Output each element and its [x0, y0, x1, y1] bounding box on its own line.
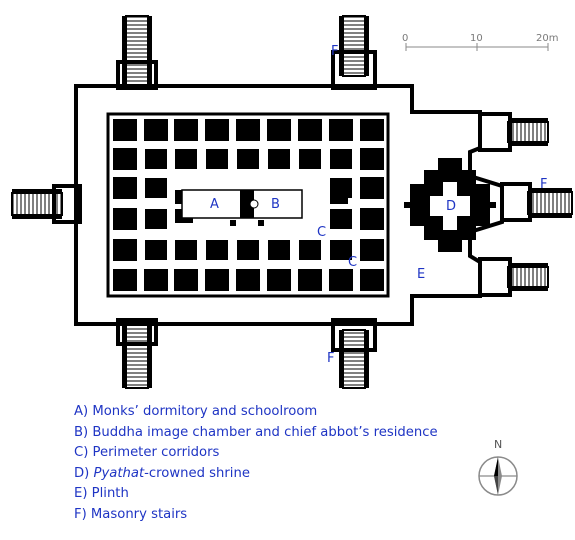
pillar — [360, 119, 384, 141]
pillar — [329, 269, 353, 291]
pillar — [113, 269, 137, 291]
main-hall-outline — [106, 112, 390, 298]
legend-item-c: C) Perimeter corridors — [74, 445, 220, 460]
legend: A) Monks’ dormitory and schoolroom B) Bu… — [74, 402, 438, 525]
pillar — [174, 119, 198, 141]
pillar — [267, 119, 291, 141]
legend-item-d: D) Pyathat-crowned shrine — [74, 464, 438, 485]
pillar — [205, 269, 229, 291]
legend-d-italic: Pyathat — [93, 465, 145, 481]
pillar — [268, 149, 290, 169]
scale-bar: 0 10 20m — [402, 33, 558, 51]
label-f-east: F — [540, 177, 547, 192]
pillar — [330, 149, 352, 169]
scale-tick-10: 10 — [470, 33, 483, 44]
pillar — [145, 209, 167, 229]
pillar — [298, 269, 322, 291]
pillar — [237, 240, 259, 260]
north-arrow-icon: N — [478, 438, 518, 496]
stair-west — [11, 184, 82, 224]
pillar — [113, 119, 137, 141]
legend-item-a: A) Monks’ dormitory and schoolroom — [74, 404, 318, 419]
pillar — [299, 149, 321, 169]
pillar — [330, 190, 348, 204]
pillar — [237, 149, 259, 169]
pillar — [206, 240, 228, 260]
pillar — [329, 119, 353, 141]
label-d: D — [446, 199, 456, 214]
label-b: B — [271, 197, 280, 212]
label-f-top: F — [331, 44, 338, 59]
north-label: N — [494, 438, 502, 451]
pillar — [113, 177, 137, 199]
label-a: A — [210, 197, 219, 212]
label-c-outer: C — [348, 255, 357, 270]
pillar — [206, 149, 228, 169]
inner-chamber — [181, 189, 303, 226]
pillar — [205, 119, 229, 141]
pillar — [360, 239, 384, 261]
pillar — [360, 148, 384, 170]
pillar — [299, 240, 321, 260]
pillar — [145, 149, 167, 169]
pillar — [236, 269, 260, 291]
stair-bottom-right — [331, 318, 377, 389]
pillar — [236, 119, 260, 141]
scale-tick-0: 0 — [402, 33, 408, 44]
plinth-outline — [74, 84, 504, 326]
pillar — [330, 209, 348, 223]
legend-d-suffix: -crowned shrine — [144, 465, 250, 481]
stair-east-upper — [478, 112, 549, 152]
pillar — [360, 177, 384, 199]
pillar — [360, 269, 384, 291]
label-e: E — [417, 267, 425, 282]
legend-d-prefix: D) — [74, 465, 94, 481]
pillar — [113, 208, 137, 230]
pillar — [145, 178, 167, 198]
pillar — [174, 269, 198, 291]
pillar — [144, 269, 168, 291]
stair-east — [500, 182, 573, 222]
scale-tick-20m: 20m — [536, 33, 558, 44]
legend-item-e: E) Plinth — [74, 486, 129, 501]
pillar — [268, 240, 290, 260]
pillar — [145, 240, 167, 260]
legend-item-b: B) Buddha image chamber and chief abbot’… — [74, 424, 438, 440]
label-f-bottom: F — [327, 351, 334, 366]
pillar — [113, 148, 137, 170]
pyathat-shrine — [404, 158, 496, 252]
stair-top-left — [116, 15, 158, 90]
pillar — [144, 119, 168, 141]
pillar — [267, 269, 291, 291]
pillar — [330, 240, 352, 260]
pillar — [175, 240, 197, 260]
stair-east-lower — [478, 257, 549, 297]
pillar — [360, 208, 384, 230]
plan-labels: A B C C D E F F F — [210, 44, 547, 366]
pillar — [298, 119, 322, 141]
stair-bottom-left — [116, 318, 158, 389]
pillar — [113, 239, 137, 261]
legend-item-f: F) Masonry stairs — [74, 506, 188, 522]
pillar — [175, 149, 197, 169]
stair-top-right — [331, 15, 377, 90]
label-c-inner: C — [317, 225, 326, 240]
